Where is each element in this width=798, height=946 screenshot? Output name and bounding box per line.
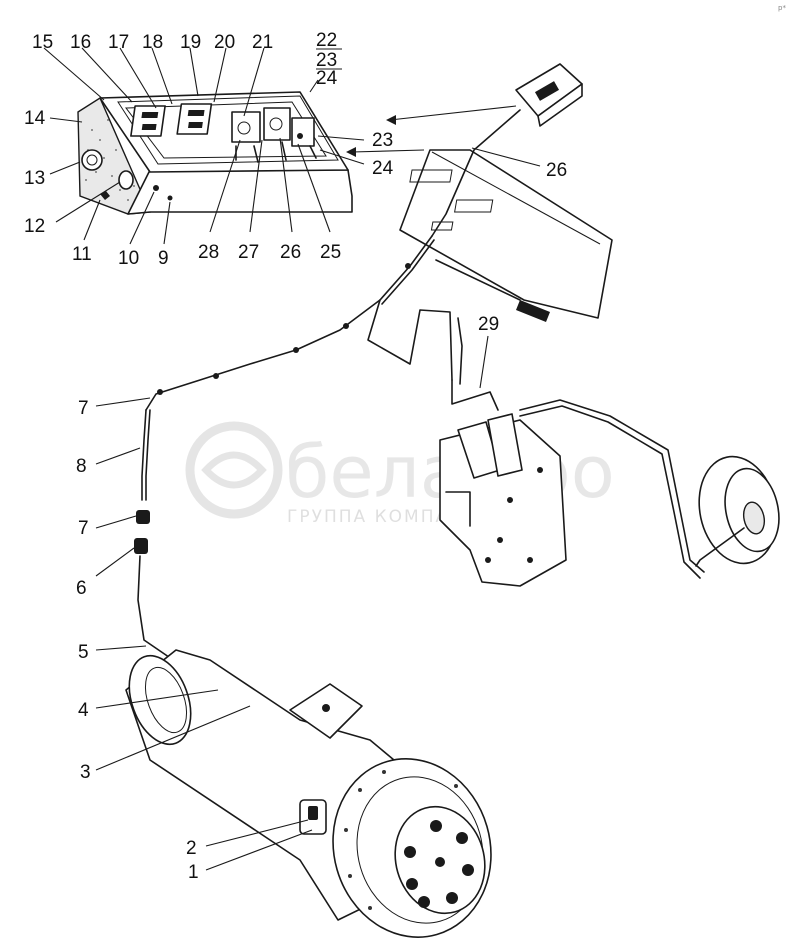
brake-drum-right	[695, 455, 780, 567]
callout-3: 3	[80, 762, 91, 783]
callout-10: 10	[118, 248, 139, 269]
callout-24-top: 24	[316, 68, 338, 89]
control-panel	[77, 91, 353, 215]
panel-front	[127, 169, 353, 215]
callout-16: 16	[70, 32, 91, 53]
callout-22: 22	[316, 30, 337, 51]
leader-lines	[43, 47, 541, 871]
callout-27: 27	[238, 242, 259, 263]
brake-valve-assembly	[439, 413, 567, 587]
callout-20: 20	[214, 32, 235, 53]
callout-6: 6	[76, 578, 87, 599]
corner-mark: p*	[778, 4, 786, 12]
switch-17-icon	[130, 105, 166, 137]
watermark-logo-icon	[185, 421, 283, 519]
callout-26-right: 26	[546, 160, 567, 181]
lamp-unit	[515, 63, 583, 127]
callout-7-top: 7	[78, 398, 89, 419]
switch-18-icon	[176, 103, 213, 135]
callout-4: 4	[78, 700, 89, 721]
valve-cluster	[231, 107, 317, 163]
callout-15: 15	[32, 32, 53, 53]
callout-21: 21	[252, 32, 273, 53]
callout-25: 25	[320, 242, 341, 263]
callout-13: 13	[24, 168, 45, 189]
callout-7-bottom: 7	[78, 518, 89, 539]
callout-11: 11	[72, 244, 92, 265]
callout-12: 12	[24, 216, 45, 237]
callout-9: 9	[158, 248, 169, 269]
callout-26-left: 26	[280, 242, 301, 263]
screw-9-icon	[167, 195, 173, 201]
callout-24-right: 24	[372, 158, 394, 179]
display-housing	[399, 149, 613, 322]
callout-5: 5	[78, 642, 89, 663]
callout-8: 8	[76, 456, 87, 477]
callout-17: 17	[108, 32, 129, 53]
callout-18: 18	[142, 32, 163, 53]
gauge-13-icon	[81, 149, 103, 171]
rear-axle	[125, 649, 492, 938]
callout-14: 14	[24, 108, 46, 129]
switch-12-icon	[118, 170, 134, 190]
callout-28: 28	[198, 242, 219, 263]
callout-19: 19	[180, 32, 201, 53]
callout-23-top: 23	[316, 50, 337, 71]
callout-1: 1	[188, 862, 199, 883]
callout-29: 29	[478, 314, 499, 335]
callout-23-right: 23	[372, 130, 393, 151]
callout-2: 2	[186, 838, 197, 859]
callouts: 15 16 17 18 19 20 21 22 23 24 14 13 12 1…	[24, 30, 567, 883]
screw-10-icon	[153, 185, 159, 191]
